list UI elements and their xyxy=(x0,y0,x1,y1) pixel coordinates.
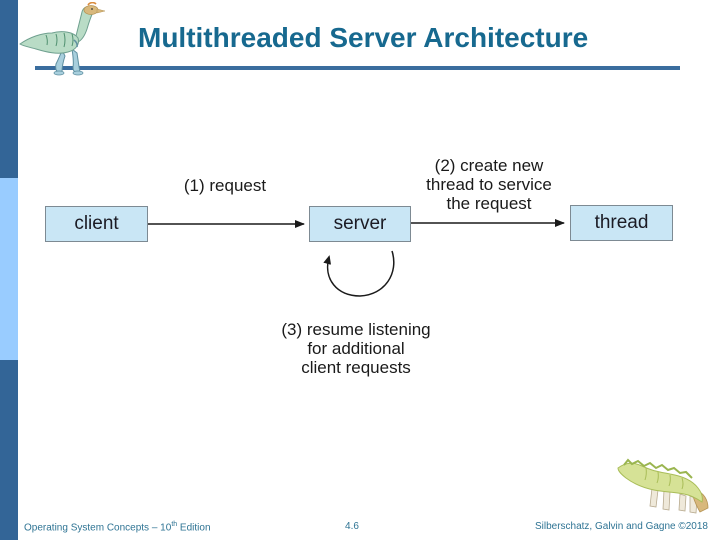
client-box-label: client xyxy=(74,213,119,234)
footer-book-title: Operating System Concepts – 10th Edition xyxy=(24,521,211,534)
step3-label: (3) resume listening for additional clie… xyxy=(281,320,431,377)
footer-credits: Silberschatz, Galvin and Gagne ©2018 xyxy=(534,521,708,532)
dinosaur-footer-icon xyxy=(617,458,709,514)
request-arrow xyxy=(148,220,305,228)
page-title: Multithreaded Server Architecture xyxy=(138,22,589,53)
server-box-label: server xyxy=(333,213,387,234)
server-box: server xyxy=(309,206,411,242)
client-box: client xyxy=(45,206,148,242)
thread-box-label: thread xyxy=(594,212,649,233)
create-thread-arrow xyxy=(411,219,565,227)
resume-loop-arrow xyxy=(323,250,395,297)
title-underline xyxy=(35,66,680,70)
sidebar-band-middle xyxy=(0,178,18,360)
thread-box: thread xyxy=(570,205,673,241)
slide-page-number: 4.6 xyxy=(345,521,359,532)
sidebar-band-top xyxy=(0,0,18,178)
architecture-diagram: client server thread xyxy=(0,100,720,400)
sidebar-band-bottom xyxy=(0,360,18,540)
dinosaur-logo-icon xyxy=(19,2,106,76)
step2-label: (2) create new thread to service the req… xyxy=(426,156,552,213)
sidebar xyxy=(0,0,18,540)
step1-label: (1) request xyxy=(183,176,267,195)
